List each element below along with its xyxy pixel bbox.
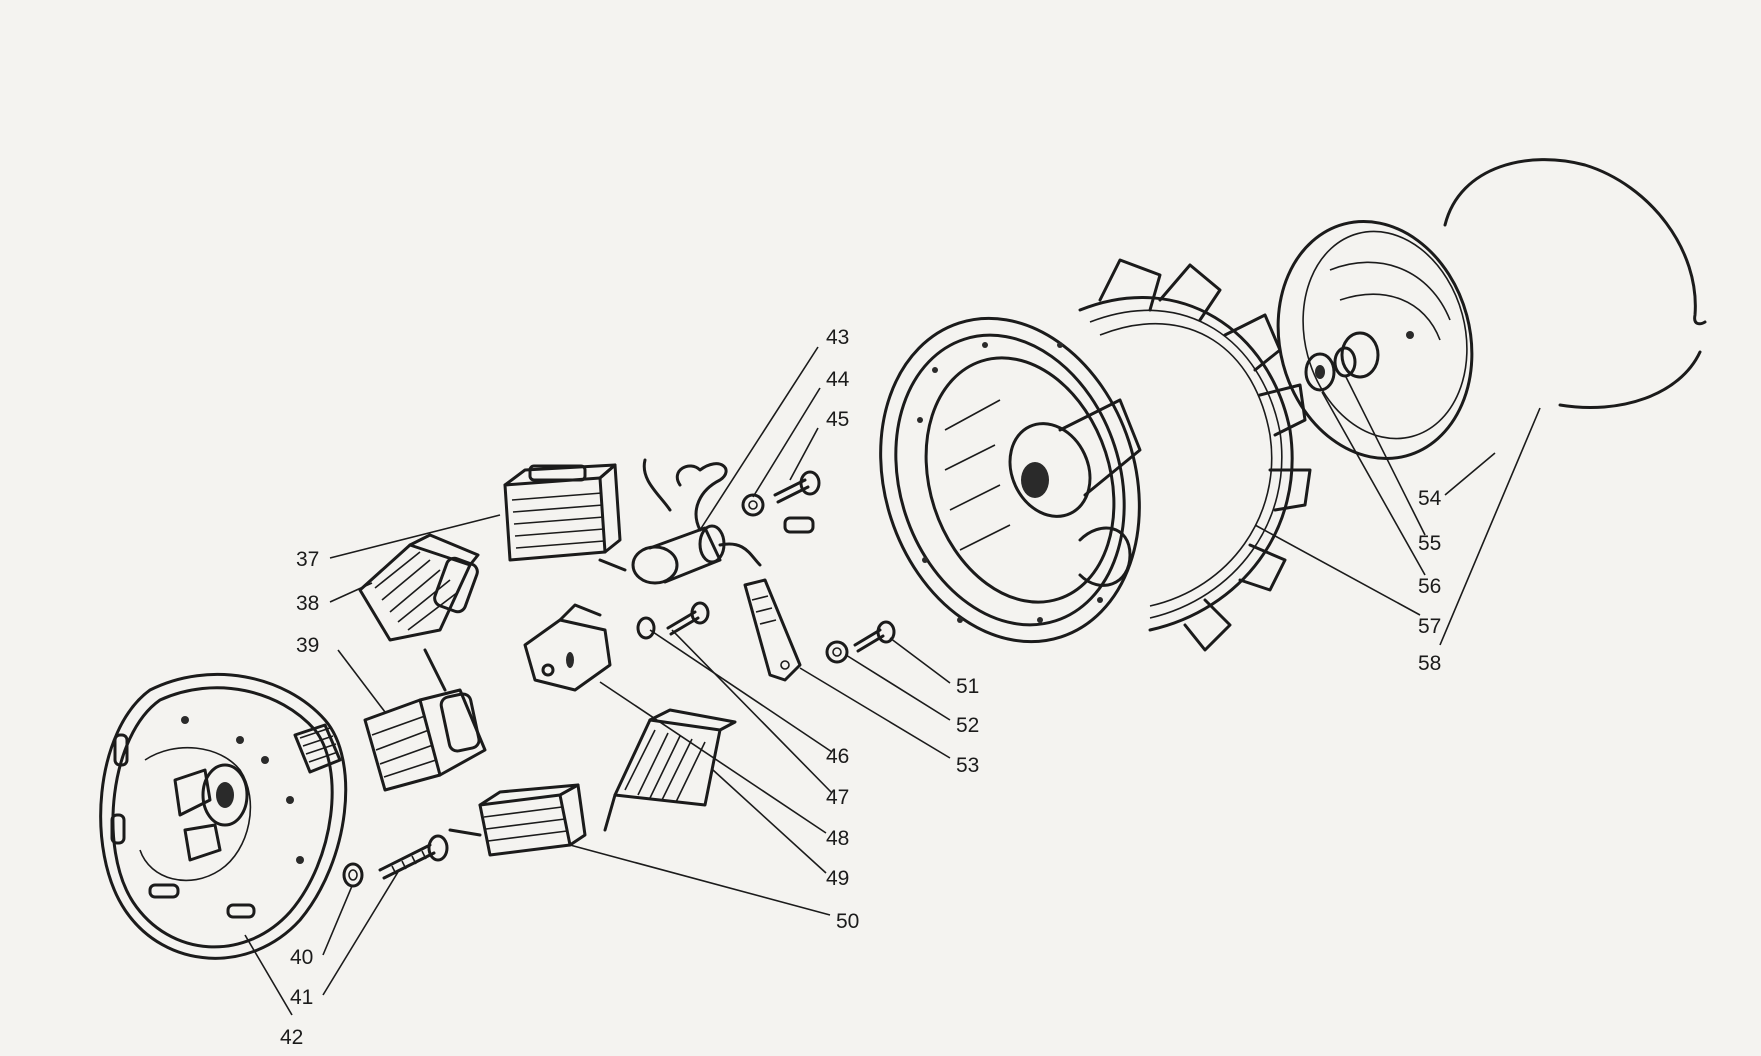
stator-plate-icon: [99, 672, 348, 960]
washer-icon: [741, 493, 765, 517]
breaker-points-icon: [523, 603, 612, 692]
callout-58: 58: [1418, 652, 1441, 675]
fan-cover-icon: [1276, 220, 1474, 460]
screw-icon: [666, 601, 710, 636]
screw-icon: [853, 620, 896, 653]
washer-icon: [825, 640, 849, 664]
condenser-icon: [631, 458, 815, 585]
callout-44: 44: [826, 368, 850, 391]
retaining-wire-icon: [1443, 158, 1707, 409]
coil-icon: [363, 648, 487, 792]
callout-42: 42: [280, 1026, 303, 1049]
callout-51: 51: [956, 675, 979, 698]
callout-49: 49: [826, 867, 849, 890]
coil-icon: [358, 533, 480, 642]
callout-48: 48: [826, 827, 849, 850]
washer-icon: [342, 862, 364, 888]
callout-56: 56: [1418, 575, 1441, 598]
callout-46: 46: [826, 745, 849, 768]
screw-icon: [378, 834, 449, 880]
callout-43: 43: [826, 326, 849, 349]
callout-40: 40: [290, 946, 313, 969]
callout-41: 41: [290, 986, 313, 1009]
callout-52: 52: [956, 714, 979, 737]
callout-45: 45: [826, 408, 849, 431]
leader-lines: [244, 346, 1541, 1016]
callout-54: 54: [1418, 487, 1442, 510]
washer-icon: [636, 616, 656, 640]
coil-icon: [448, 783, 587, 857]
callout-39: 39: [296, 634, 319, 657]
callout-53: 53: [956, 754, 979, 777]
coil-icon: [503, 463, 627, 572]
callout-47: 47: [826, 786, 849, 809]
callout-57: 57: [1418, 615, 1441, 638]
cam-lever-icon: [743, 578, 802, 682]
callout-labels: 37 38 39 40 41 42 43 44 45 46 47 48 49 5…: [280, 326, 1442, 1049]
flywheel-rotor-icon: [879, 258, 1312, 652]
callout-55: 55: [1418, 532, 1441, 555]
callout-50: 50: [836, 910, 859, 933]
screw-icon: [773, 470, 821, 504]
callout-38: 38: [296, 592, 319, 615]
callout-37: 37: [296, 548, 319, 571]
coil-icon: [603, 708, 737, 832]
